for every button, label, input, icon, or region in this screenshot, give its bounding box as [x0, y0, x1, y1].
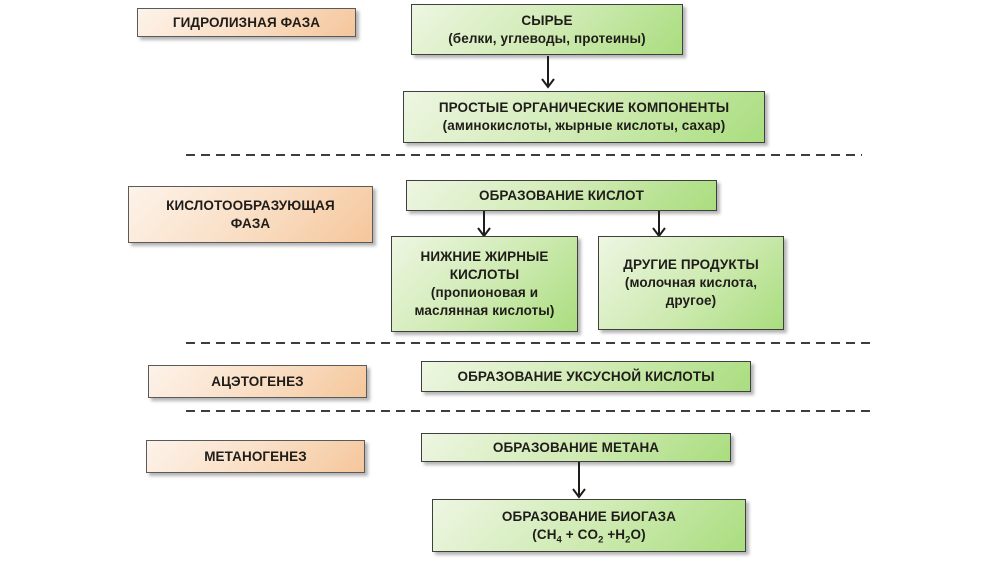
node-biogas-title: ОБРАЗОВАНИЕ БИОГАЗА — [501, 508, 677, 524]
biogas-formula-part: O) — [630, 526, 646, 542]
phase-box-hydrolysis: ГИДРОЛИЗНАЯ ФАЗА — [137, 8, 356, 37]
node-acetic-acid-title: ОБРАЗОВАНИЕ УКСУСНОЙ КИСЛОТЫ — [457, 368, 715, 384]
node-feedstock-subtitle: (белки, углеводы, протеины) — [448, 30, 646, 46]
node-biogas: ОБРАЗОВАНИЕ БИОГАЗА (CH4 + CO2 +H2O) — [432, 499, 746, 552]
node-lower-fatty-acids-subtitle: (пропионовая и маслянная кислоты) — [414, 285, 555, 318]
node-simple-components: ПРОСТЫЕ ОРГАНИЧЕСКИЕ КОМПОНЕНТЫ (аминоки… — [403, 91, 765, 143]
node-acid-formation-title: ОБРАЗОВАНИЕ КИСЛОТ — [479, 187, 644, 203]
node-simple-components-title: ПРОСТЫЕ ОРГАНИЧЕСКИЕ КОМПОНЕНТЫ — [438, 100, 730, 116]
node-methane: ОБРАЗОВАНИЕ МЕТАНА — [421, 433, 731, 462]
biogas-formula-part: + CO — [561, 526, 599, 542]
biogas-formula: (CH4 + CO2 +H2O) — [532, 526, 646, 546]
biogas-formula-part: +H — [603, 526, 626, 542]
node-simple-components-subtitle: (аминокислоты, жырные кислоты, сахар) — [442, 118, 726, 133]
node-feedstock-title: СЫРЬЕ — [521, 12, 573, 28]
phase-separator-1 — [186, 154, 862, 156]
phase-label-acetogenesis: АЦЭТОГЕНЕЗ — [211, 373, 304, 389]
biogas-formula-sub: 2 — [625, 534, 631, 546]
node-other-products-title: ДРУГИЕ ПРОДУКТЫ — [623, 257, 759, 273]
phase-label-hydrolysis: ГИДРОЛИЗНАЯ ФАЗА — [172, 14, 321, 30]
phase-separator-3 — [186, 410, 876, 412]
node-other-products: ДРУГИЕ ПРОДУКТЫ (молочная кислота, друго… — [598, 236, 784, 330]
biogas-formula-sub: 4 — [556, 534, 562, 546]
biogas-formula-part: (CH — [532, 526, 557, 542]
node-lower-fatty-acids: НИЖНИЕ ЖИРНЫЕ КИСЛОТЫ (пропионовая и мас… — [391, 236, 578, 332]
arrow-feedstock-to-components — [541, 56, 555, 89]
node-other-products-subtitle: (молочная кислота, другое) — [624, 275, 758, 308]
node-acetic-acid: ОБРАЗОВАНИЕ УКСУСНОЙ КИСЛОТЫ — [421, 361, 751, 392]
phase-separator-2 — [186, 342, 875, 344]
arrow-acid-to-fatty-acids — [477, 211, 491, 238]
phase-label-methanogenesis: МЕТАНОГЕНЕЗ — [204, 448, 307, 464]
arrow-methane-to-biogas — [572, 462, 586, 499]
node-methane-title: ОБРАЗОВАНИЕ МЕТАНА — [492, 439, 660, 455]
node-acid-formation: ОБРАЗОВАНИЕ КИСЛОТ — [406, 180, 717, 211]
node-lower-fatty-acids-title: НИЖНИЕ ЖИРНЫЕ КИСЛОТЫ — [420, 249, 549, 283]
phase-box-acidogenic: КИСЛОТООБРАЗУЮЩАЯ ФАЗА — [128, 186, 373, 243]
biogas-formula-sub: 2 — [598, 534, 604, 546]
node-feedstock: СЫРЬЕ (белки, углеводы, протеины) — [411, 4, 683, 55]
phase-label-acidogenic: КИСЛОТООБРАЗУЮЩАЯ ФАЗА — [166, 197, 335, 231]
phase-box-acetogenesis: АЦЭТОГЕНЕЗ — [148, 365, 367, 398]
phase-box-methanogenesis: МЕТАНОГЕНЕЗ — [146, 440, 365, 473]
arrow-acid-to-other-products — [652, 211, 666, 238]
